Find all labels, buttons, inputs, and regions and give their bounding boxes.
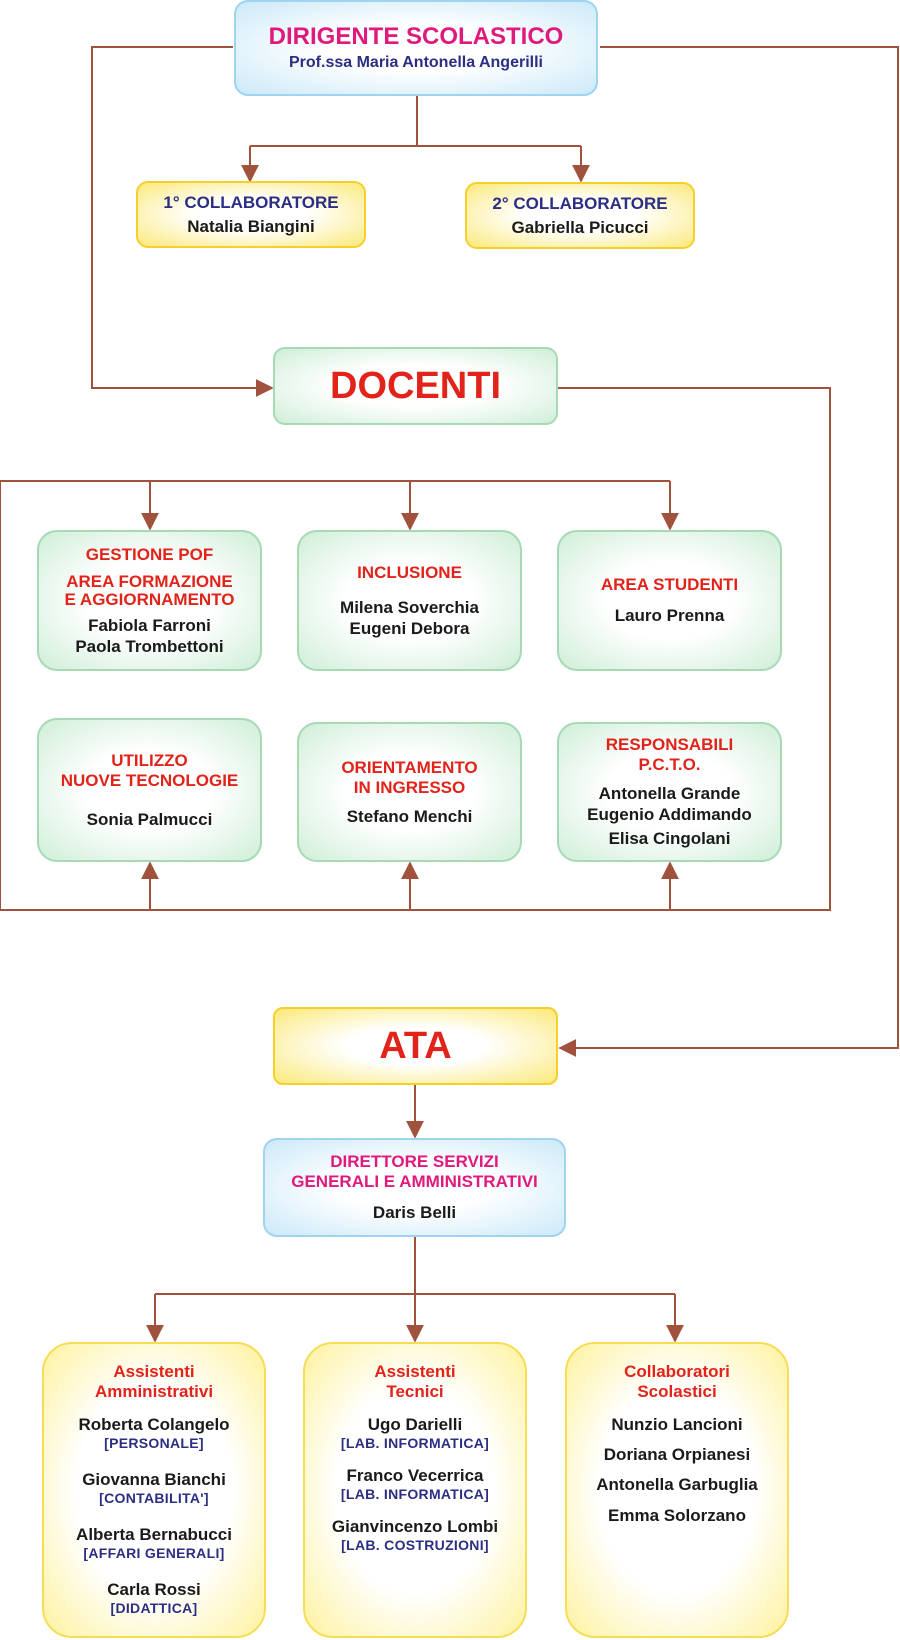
- area-member: Sonia Palmucci: [86, 809, 213, 829]
- area-member: Eugenio Addimando: [587, 805, 752, 824]
- area-gestione-pof-box: GESTIONE POF AREA FORMAZIONE E AGGIORNAM…: [37, 530, 262, 671]
- staff-title-line2: Amministrativi: [94, 1382, 214, 1401]
- assistenti-tecnici-box: Assistenti Tecnici Ugo Darielli [LAB. IN…: [303, 1342, 527, 1638]
- staff-title-line1: Assistenti: [374, 1362, 456, 1381]
- area-member: Milena Soverchia: [340, 597, 479, 617]
- staff-member-name: Roberta Colangelo: [78, 1415, 230, 1434]
- staff-member-role: [LAB. COSTRUZIONI]: [341, 1537, 489, 1553]
- dirigente-title: DIRIGENTE SCOLASTICO: [268, 23, 564, 50]
- staff-member-role: [LAB. INFORMATICA]: [340, 1486, 490, 1502]
- collaboratore-1-box: 1° COLLABORATORE Natalia Biangini: [136, 181, 366, 248]
- area-member: Lauro Prenna: [614, 606, 725, 625]
- area-title: ORIENTAMENTO: [341, 757, 478, 777]
- collaboratore-2-name: Gabriella Picucci: [511, 217, 649, 237]
- staff-member-name: Franco Vecerrica: [346, 1466, 484, 1485]
- staff-member-role: [LAB. INFORMATICA]: [340, 1435, 490, 1451]
- dirigente-box: DIRIGENTE SCOLASTICO Prof.ssa Maria Anto…: [234, 0, 598, 96]
- staff-title-line2: Tecnici: [386, 1382, 444, 1401]
- staff-title-line1: Assistenti: [113, 1362, 195, 1381]
- area-title: UTILIZZO: [111, 750, 188, 770]
- staff-member-role: [CONTABILITA']: [99, 1490, 209, 1506]
- assistenti-amministrativi-box: Assistenti Amministrativi Roberta Colang…: [42, 1342, 266, 1638]
- collaboratore-1-name: Natalia Biangini: [187, 216, 315, 236]
- docenti-title: DOCENTI: [330, 365, 501, 407]
- area-title: P.C.T.O.: [638, 755, 701, 774]
- collaboratore-1-title: 1° COLLABORATORE: [163, 192, 339, 212]
- area-title: AREA FORMAZIONE: [66, 571, 233, 591]
- area-studenti-box: AREA STUDENTI Lauro Prenna: [557, 530, 782, 671]
- area-member: Elisa Cingolani: [608, 829, 731, 848]
- staff-member-name: Doriana Orpianesi: [603, 1445, 751, 1464]
- staff-member-name: Alberta Bernabucci: [76, 1525, 232, 1544]
- area-pcto-box: RESPONSABILI P.C.T.O. Antonella Grande E…: [557, 722, 782, 862]
- dsga-title-line2: GENERALI E AMMINISTRATIVI: [291, 1172, 538, 1191]
- staff-member-name: Carla Rossi: [107, 1580, 201, 1599]
- staff-title-line2: Scolastici: [637, 1382, 717, 1401]
- collaboratore-2-box: 2° COLLABORATORE Gabriella Picucci: [465, 182, 695, 249]
- area-title: AREA STUDENTI: [600, 575, 739, 594]
- collaboratore-2-title: 2° COLLABORATORE: [492, 193, 668, 213]
- area-member: Fabiola Farroni: [88, 615, 211, 635]
- ata-title: ATA: [379, 1025, 452, 1067]
- area-member: Antonella Grande: [598, 784, 741, 803]
- staff-member-role: [AFFARI GENERALI]: [83, 1545, 225, 1561]
- ata-box: ATA: [273, 1007, 558, 1085]
- area-member: Paola Trombettoni: [75, 636, 224, 656]
- staff-title-line1: Collaboratori: [624, 1362, 730, 1381]
- staff-member-name: Gianvincenzo Lombi: [331, 1517, 499, 1536]
- area-orientamento-box: ORIENTAMENTO IN INGRESSO Stefano Menchi: [297, 722, 522, 862]
- staff-member-name: Nunzio Lancioni: [611, 1415, 743, 1434]
- docenti-box: DOCENTI: [273, 347, 558, 425]
- area-member: Stefano Menchi: [346, 806, 473, 826]
- area-title: IN INGRESSO: [353, 777, 466, 797]
- staff-member-role: [PERSONALE]: [104, 1435, 204, 1451]
- staff-member-name: Ugo Darielli: [367, 1415, 463, 1434]
- staff-member-name: Emma Solorzano: [608, 1506, 746, 1525]
- dsga-title-line1: DIRETTORE SERVIZI: [330, 1152, 499, 1171]
- area-inclusione-box: INCLUSIONE Milena Soverchia Eugeni Debor…: [297, 530, 522, 671]
- dirigente-name: Prof.ssa Maria Antonella Angerilli: [289, 54, 543, 71]
- dsga-name: Daris Belli: [372, 1203, 457, 1222]
- area-title: RESPONSABILI: [605, 735, 734, 754]
- dsga-box: DIRETTORE SERVIZI GENERALI E AMMINISTRAT…: [263, 1138, 566, 1237]
- area-title: INCLUSIONE: [357, 562, 462, 582]
- area-nuove-tecnologie-box: UTILIZZO NUOVE TECNOLOGIE Sonia Palmucci: [37, 718, 262, 862]
- area-title: E AGGIORNAMENTO: [64, 589, 235, 609]
- staff-member-name: Giovanna Bianchi: [82, 1470, 226, 1489]
- collaboratori-scolastici-box: Collaboratori Scolastici Nunzio Lancioni…: [565, 1342, 789, 1638]
- area-title: GESTIONE POF: [85, 544, 214, 564]
- area-member: Eugeni Debora: [349, 618, 470, 638]
- staff-member-name: Antonella Garbuglia: [596, 1475, 758, 1494]
- area-title: NUOVE TECNOLOGIE: [60, 770, 239, 790]
- staff-member-role: [DIDATTICA]: [110, 1600, 198, 1616]
